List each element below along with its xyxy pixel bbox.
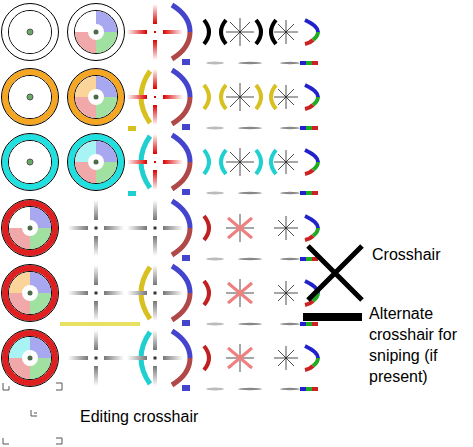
label-text: Editing crosshair: [80, 406, 280, 427]
crosshair-symbol: [308, 246, 362, 300]
sniping-bar-symbol: [303, 313, 362, 321]
label-text: Crosshair: [372, 244, 470, 265]
label-text: Alternate crosshair for sniping (if pres…: [369, 303, 471, 387]
